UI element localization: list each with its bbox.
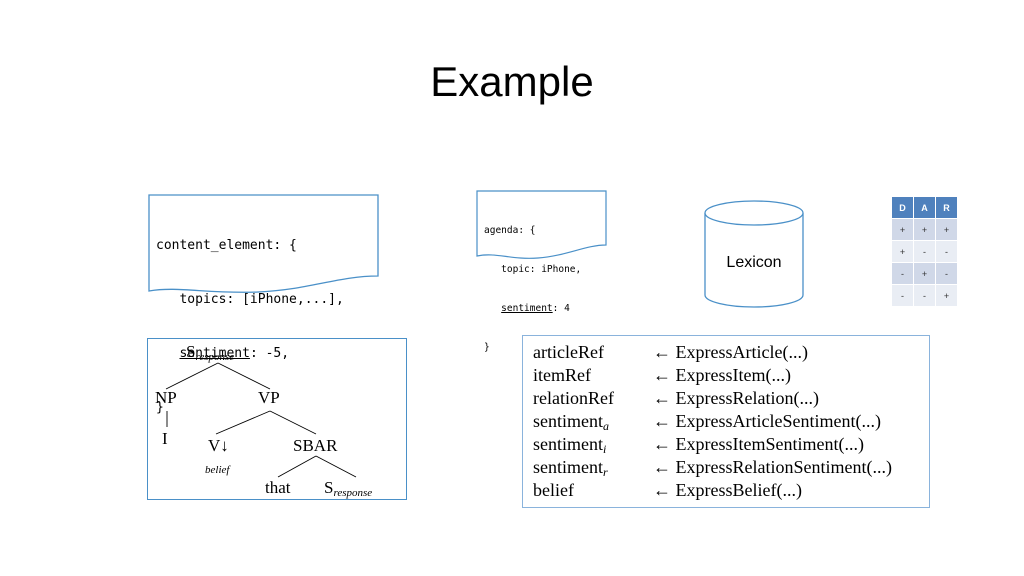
lexicon-cylinder-icon — [704, 200, 804, 308]
code-line: } — [484, 342, 490, 353]
lexicon-label: Lexicon — [726, 254, 782, 271]
header-cell: R — [935, 196, 958, 219]
table-cell: - — [935, 240, 958, 263]
sentiment-key: sentiment — [179, 346, 250, 361]
agenda-document: agenda: { topic: iPhone, sentiment: 4 } — [476, 190, 608, 353]
table-header-row: D A R — [891, 196, 958, 219]
table-row: + + + — [891, 218, 958, 241]
v-node: V↓ — [208, 436, 229, 455]
sentiment-value: : -5, — [249, 346, 290, 361]
header-cell: D — [891, 196, 914, 219]
table-cell: - — [891, 262, 914, 285]
rule-lhs: belief — [533, 480, 574, 500]
code-line: topics: [iPhone,...], — [156, 292, 344, 307]
table-cell: + — [935, 218, 958, 241]
table-cell: + — [935, 284, 958, 307]
rule-rhs: ← ExpressItemSentiment(...) — [653, 434, 864, 454]
rule-rhs: ← ExpressArticle(...) — [653, 342, 808, 362]
table-cell: + — [891, 240, 914, 263]
s-response-node: Sresponse — [324, 478, 372, 499]
table-cell: - — [935, 262, 958, 285]
content-element-document: content_element: { topics: [iPhone,...],… — [148, 194, 380, 415]
code-line: agenda: { — [484, 225, 536, 236]
table-cell: - — [891, 284, 914, 307]
document-shape — [476, 190, 607, 259]
code-line: sentiment: -5, — [156, 345, 344, 363]
document-shape — [148, 194, 379, 293]
code-line: topic: iPhone, — [484, 264, 582, 275]
sentiment-value: : 4 — [552, 303, 570, 314]
rule-lhs: relationRef — [533, 388, 614, 408]
np-node: NP — [155, 388, 177, 407]
table-cell: - — [913, 240, 936, 263]
parse-tree: Sresponse NP VP I V↓ belief SBAR that Sr… — [155, 342, 372, 499]
rule-lhs: sentimenta — [533, 411, 609, 433]
table-cell: + — [913, 218, 936, 241]
table-row: - + - — [891, 262, 958, 285]
table-cell: + — [891, 218, 914, 241]
sentiment-key: sentiment — [501, 303, 553, 314]
rule-rhs: ← ExpressRelation(...) — [653, 388, 819, 408]
parse-tree-box: Sresponse NP VP I V↓ belief SBAR that Sr… — [147, 338, 407, 500]
slide-title: Example — [430, 58, 594, 105]
code-line: content_element: { — [156, 238, 297, 253]
sbar-node: SBAR — [293, 436, 338, 455]
table-row: - - + — [891, 284, 958, 307]
dar-table: D A R + + + + - - - + - - - + — [891, 196, 958, 307]
root-node: Sresponse — [186, 342, 234, 363]
that-node: that — [265, 478, 291, 497]
table-cell: + — [913, 262, 936, 285]
rule-lhs: articleRef — [533, 342, 604, 362]
rule-rhs: ← ExpressBelief(...) — [653, 480, 802, 500]
rule-rhs: ← ExpressItem(...) — [653, 365, 791, 385]
rule-rhs: ← ExpressRelationSentiment(...) — [653, 457, 892, 477]
i-node: I — [162, 429, 168, 448]
rule-rhs: ← ExpressArticleSentiment(...) — [653, 411, 881, 431]
header-cell: A — [913, 196, 936, 219]
rule-lhs: sentimentr — [533, 457, 608, 479]
rules-box: articleRef ← ExpressArticle(...) itemRef… — [522, 335, 930, 508]
v-annotation: belief — [205, 464, 231, 476]
rule-lhs: itemRef — [533, 365, 591, 385]
rule-lhs: sentimenti — [533, 434, 607, 456]
table-cell: - — [913, 284, 936, 307]
vp-node: VP — [258, 388, 280, 407]
tree-edges — [165, 362, 357, 478]
code-line: } — [156, 400, 164, 415]
code-line: sentiment: 4 — [484, 302, 581, 315]
table-row: + - - — [891, 240, 958, 263]
